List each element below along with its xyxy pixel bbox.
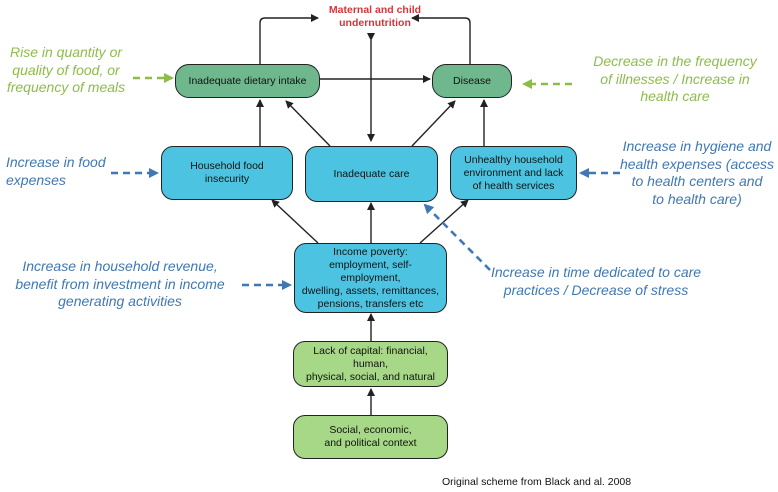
box-household-food-insecurity: Household food insecurity	[161, 146, 293, 200]
box-lack-of-capital: Lack of capital: financial, human, physi…	[293, 341, 448, 387]
note-hygiene-health: Increase in hygiene and health expenses …	[619, 138, 775, 207]
box-label: Disease	[453, 74, 491, 87]
box-label: Inadequate dietary intake	[188, 74, 307, 87]
note-household-revenue: Increase in household revenue, benefit f…	[15, 258, 225, 309]
arrow-care-to-disease	[411, 100, 456, 147]
arrow-care-to-dietary	[285, 100, 331, 147]
arrow-poverty-to-food	[271, 199, 319, 244]
note-illness-frequency: Decrease in the frequency of illnesses /…	[593, 53, 757, 104]
box-social-context: Social, economic, and political context	[293, 415, 448, 459]
box-inadequate-dietary-intake: Inadequate dietary intake	[175, 64, 320, 98]
box-unhealthy-environment: Unhealthy household environment and lack…	[450, 146, 577, 200]
outcome-title: Maternal and child undernutrition	[328, 4, 422, 29]
box-label: Lack of capital: financial, human, physi…	[306, 344, 435, 383]
source-caption: Original scheme from Black and al. 2008	[442, 476, 632, 488]
box-label: Inadequate care	[333, 167, 410, 180]
note-food-expenses: Increase in food expenses	[6, 154, 106, 188]
box-income-poverty: Income poverty: employment, self-employm…	[294, 243, 447, 313]
box-label: Income poverty: employment, self-employm…	[301, 245, 440, 310]
box-inadequate-care: Inadequate care	[305, 146, 438, 202]
note-food-quantity: Rise in quantity or quality of food, or …	[6, 44, 126, 95]
box-disease: Disease	[432, 64, 512, 98]
box-label: Household food insecurity	[190, 160, 264, 185]
box-label: Unhealthy household environment and lack…	[463, 153, 564, 192]
arrow-poverty-to-environment	[419, 199, 469, 244]
note-care-time: Increase in time dedicated to care pract…	[490, 264, 702, 298]
box-label: Social, economic, and political context	[324, 424, 417, 449]
